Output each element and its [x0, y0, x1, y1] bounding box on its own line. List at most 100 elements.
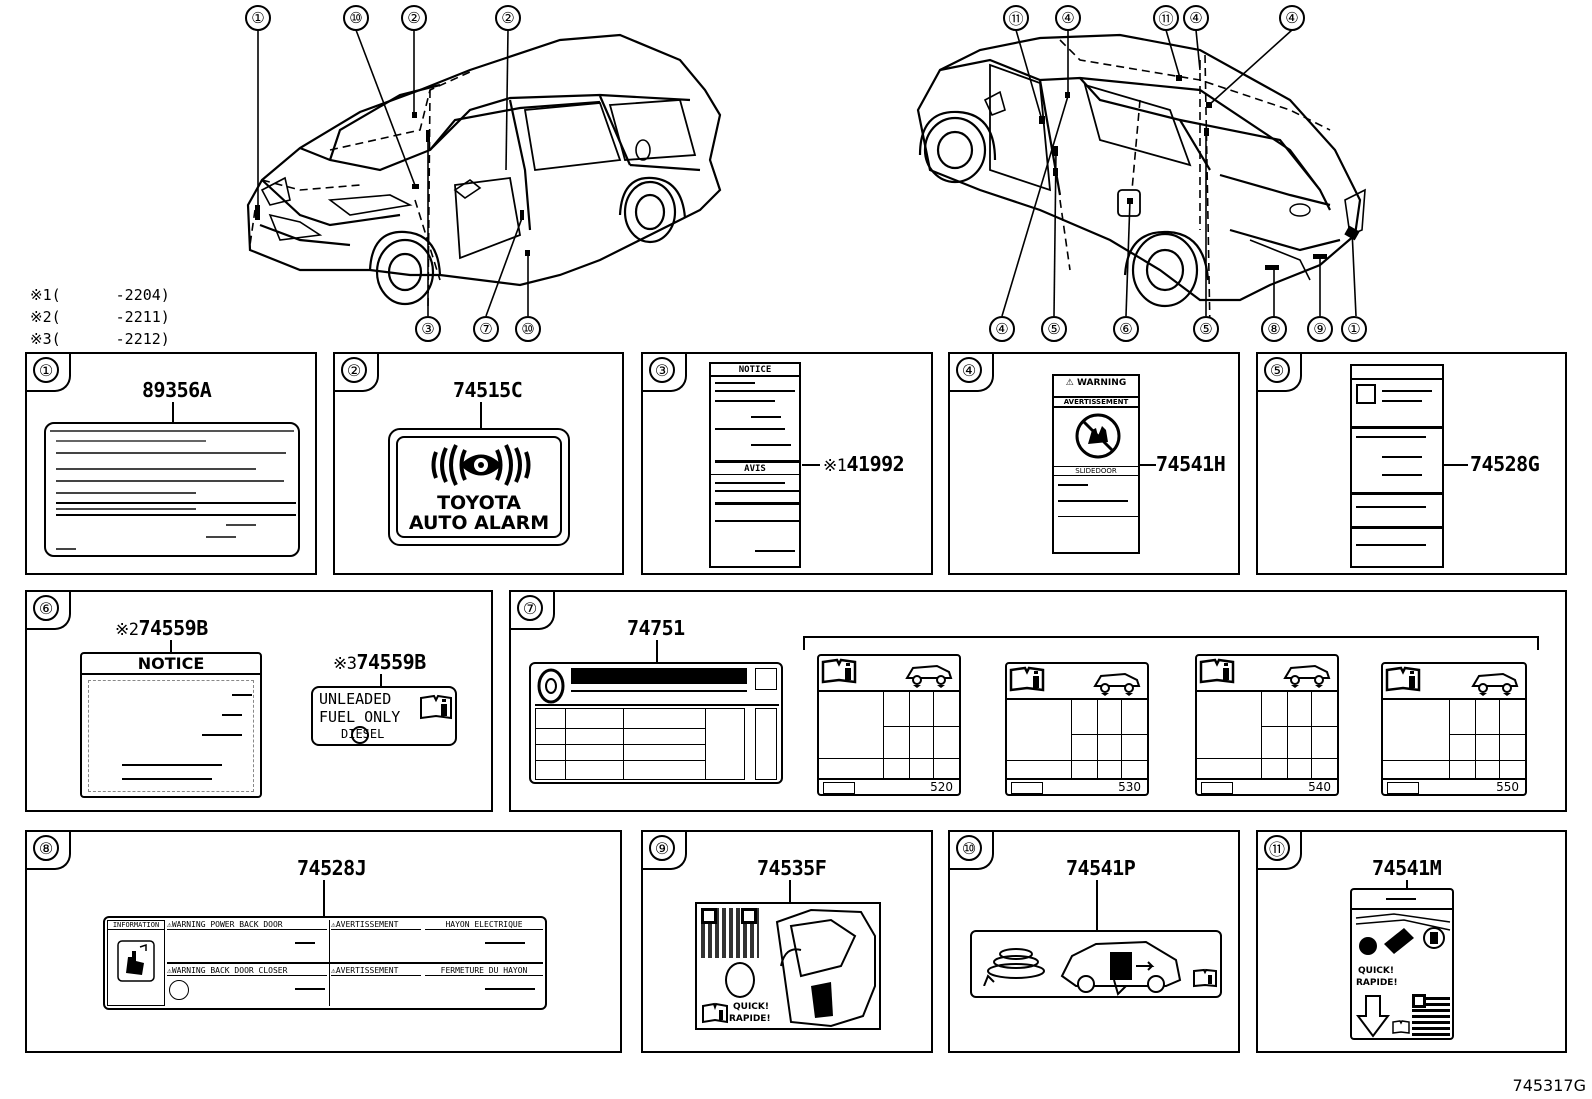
back-door-illustration-icon [775, 908, 876, 1028]
tire-placard-variant: 530 [1005, 662, 1149, 796]
label-cell: ⚠WARNING BACK DOOR CLOSER [167, 966, 327, 976]
notice-label: NOTICE [80, 652, 262, 798]
panel-number: ⑪ [1264, 835, 1290, 861]
prohibited-hand-icon [169, 980, 189, 1000]
note-row: ※2(-2211) [30, 308, 170, 326]
label-header: NOTICE [711, 365, 799, 377]
rear-callout-11b[interactable]: ⑪ [1153, 5, 1179, 31]
variant-code: 530 [1118, 780, 1141, 794]
warning-label [1350, 364, 1444, 568]
slide-door-sensor-label [970, 930, 1222, 998]
panel-3[interactable]: ③ NOTICE AVIS ※141992 [641, 352, 933, 575]
hand-pinch-icon [1075, 413, 1121, 459]
quick-text: QUICK! [733, 1002, 769, 1012]
manual-icon [1193, 968, 1217, 988]
label-cell: HAYON ELECTRIQUE [425, 920, 543, 930]
auto-alarm-label: TOYOTA AUTO ALARM [388, 428, 570, 546]
back-door-label: QUICK! RAPIDE! [695, 902, 881, 1030]
rear-callout-1[interactable]: ① [1341, 316, 1367, 342]
label-header: SLIDEDOOR [1054, 466, 1138, 476]
manual-icon [702, 1002, 728, 1024]
alarm-waves-icon [431, 444, 531, 486]
tire-info-label [529, 662, 783, 784]
tire-placard-variant: 550 [1381, 662, 1527, 796]
panel-4[interactable]: ④ ⚠ WARNING AVERTISSEMENT SLIDEDOOR 7454… [948, 352, 1240, 575]
part-number: 74515C [453, 378, 523, 402]
label-header: AVIS [711, 464, 799, 475]
front-callout-3[interactable]: ③ [415, 316, 441, 342]
bumper-label [44, 422, 300, 557]
panel-1[interactable]: ① 89356A [25, 352, 317, 575]
owner-manual-icon [420, 694, 452, 720]
manual-icon [1385, 666, 1421, 692]
slide-door-quick-label: QUICK! RAPIDE! [1350, 888, 1454, 1040]
sensor-waves-icon [983, 948, 1045, 986]
front-callout-2b[interactable]: ② [495, 5, 521, 31]
front-callout-10b[interactable]: ⑩ [515, 316, 541, 342]
note-row: ※1(-2204) [30, 286, 170, 304]
note-row: ※3(-2212) [30, 330, 170, 348]
front-callout-7[interactable]: ⑦ [473, 316, 499, 342]
panel-8[interactable]: ⑧ 74528J INFORMATION ⚠WARNING POWER BACK… [25, 830, 622, 1053]
label-cell: ⚠WARNING POWER BACK DOOR [167, 920, 327, 930]
panel-number: ⑥ [33, 595, 59, 621]
arrow-down-icon [1356, 995, 1390, 1038]
fuel-text: FUEL ONLY [319, 708, 401, 726]
label-cell: ⚠AVERTISSEMENT [331, 920, 421, 930]
panel-5[interactable]: ⑤ 74528G [1256, 352, 1567, 575]
label-line-2: AUTO ALARM [408, 512, 550, 534]
part-number: 74751 [627, 616, 685, 640]
part-number: 89356A [142, 378, 212, 402]
rear-callout-11a[interactable]: ⑪ [1003, 5, 1029, 31]
variant-code: 550 [1496, 780, 1519, 794]
front-callout-1[interactable]: ① [245, 5, 271, 31]
panel-11[interactable]: ⑪ 74541M QUICK! RAPIDE! [1256, 830, 1567, 1053]
vehicle-load-icon [1471, 672, 1519, 696]
diagram-code: 745317G [1512, 1076, 1586, 1095]
front-callout-2a[interactable]: ② [401, 5, 427, 31]
variant-code: 540 [1308, 780, 1331, 794]
panel-7[interactable]: ⑦ 74751 520 [509, 590, 1567, 812]
magnifier-icon [725, 962, 755, 998]
fuel-label: UNLEADED FUEL ONLY DIESEL [311, 686, 457, 746]
panel-10[interactable]: ⑩ 74541P [948, 830, 1240, 1053]
slide-door-warning-label: ⚠ WARNING AVERTISSEMENT SLIDEDOOR [1052, 374, 1140, 554]
label-header: NOTICE [82, 654, 260, 675]
panel-number: ⑨ [649, 835, 675, 861]
rear-callout-4c[interactable]: ④ [1279, 5, 1305, 31]
panel-number: ③ [649, 357, 675, 383]
label-header: AVERTISSEMENT [1054, 396, 1138, 408]
label-cell: FERMETURE DU HAYON [425, 966, 543, 976]
panel-number: ① [33, 357, 59, 383]
part-number: 74541M [1372, 856, 1442, 880]
part-number-b: ※374559B [333, 650, 426, 674]
label-line-1: TOYOTA [437, 492, 521, 514]
rear-callout-5b[interactable]: ⑤ [1193, 316, 1219, 342]
rear-callout-8[interactable]: ⑧ [1261, 316, 1287, 342]
label-cell: ⚠AVERTISSEMENT [331, 966, 421, 976]
prohibited-icon [351, 726, 369, 744]
part-number: 74541P [1066, 856, 1136, 880]
panel-9[interactable]: ⑨ 74535F QUICK! RAPIDE! [641, 830, 933, 1053]
part-number: 74535F [757, 856, 827, 880]
part-number-with-note: ※141992 [823, 452, 905, 476]
rear-callout-9[interactable]: ⑨ [1307, 316, 1333, 342]
label-header: INFORMATION [108, 921, 164, 930]
rear-callout-4d[interactable]: ④ [989, 316, 1015, 342]
manual-icon [1009, 666, 1045, 692]
rear-callout-4a[interactable]: ④ [1055, 5, 1081, 31]
front-vehicle-view [246, 29, 722, 317]
rear-callout-4b[interactable]: ④ [1183, 5, 1209, 31]
quick-text: QUICK! [1358, 966, 1394, 976]
rear-callout-5a[interactable]: ⑤ [1041, 316, 1067, 342]
part-number-a: ※274559B [115, 616, 208, 640]
variant-code: 520 [930, 780, 953, 794]
panel-2[interactable]: ② 74515C TOYOTA AUTO ALARM [333, 352, 624, 575]
rear-callout-6[interactable]: ⑥ [1113, 316, 1139, 342]
panel-number: ④ [956, 357, 982, 383]
front-callout-10[interactable]: ⑩ [343, 5, 369, 31]
rapide-text: RAPIDE! [1356, 978, 1398, 988]
panel-6[interactable]: ⑥ ※274559B NOTICE ※374559B UNLEADED FUEL… [25, 590, 493, 812]
vehicle-load-icon [1283, 664, 1331, 688]
label-header: ⚠ WARNING [1065, 378, 1127, 388]
